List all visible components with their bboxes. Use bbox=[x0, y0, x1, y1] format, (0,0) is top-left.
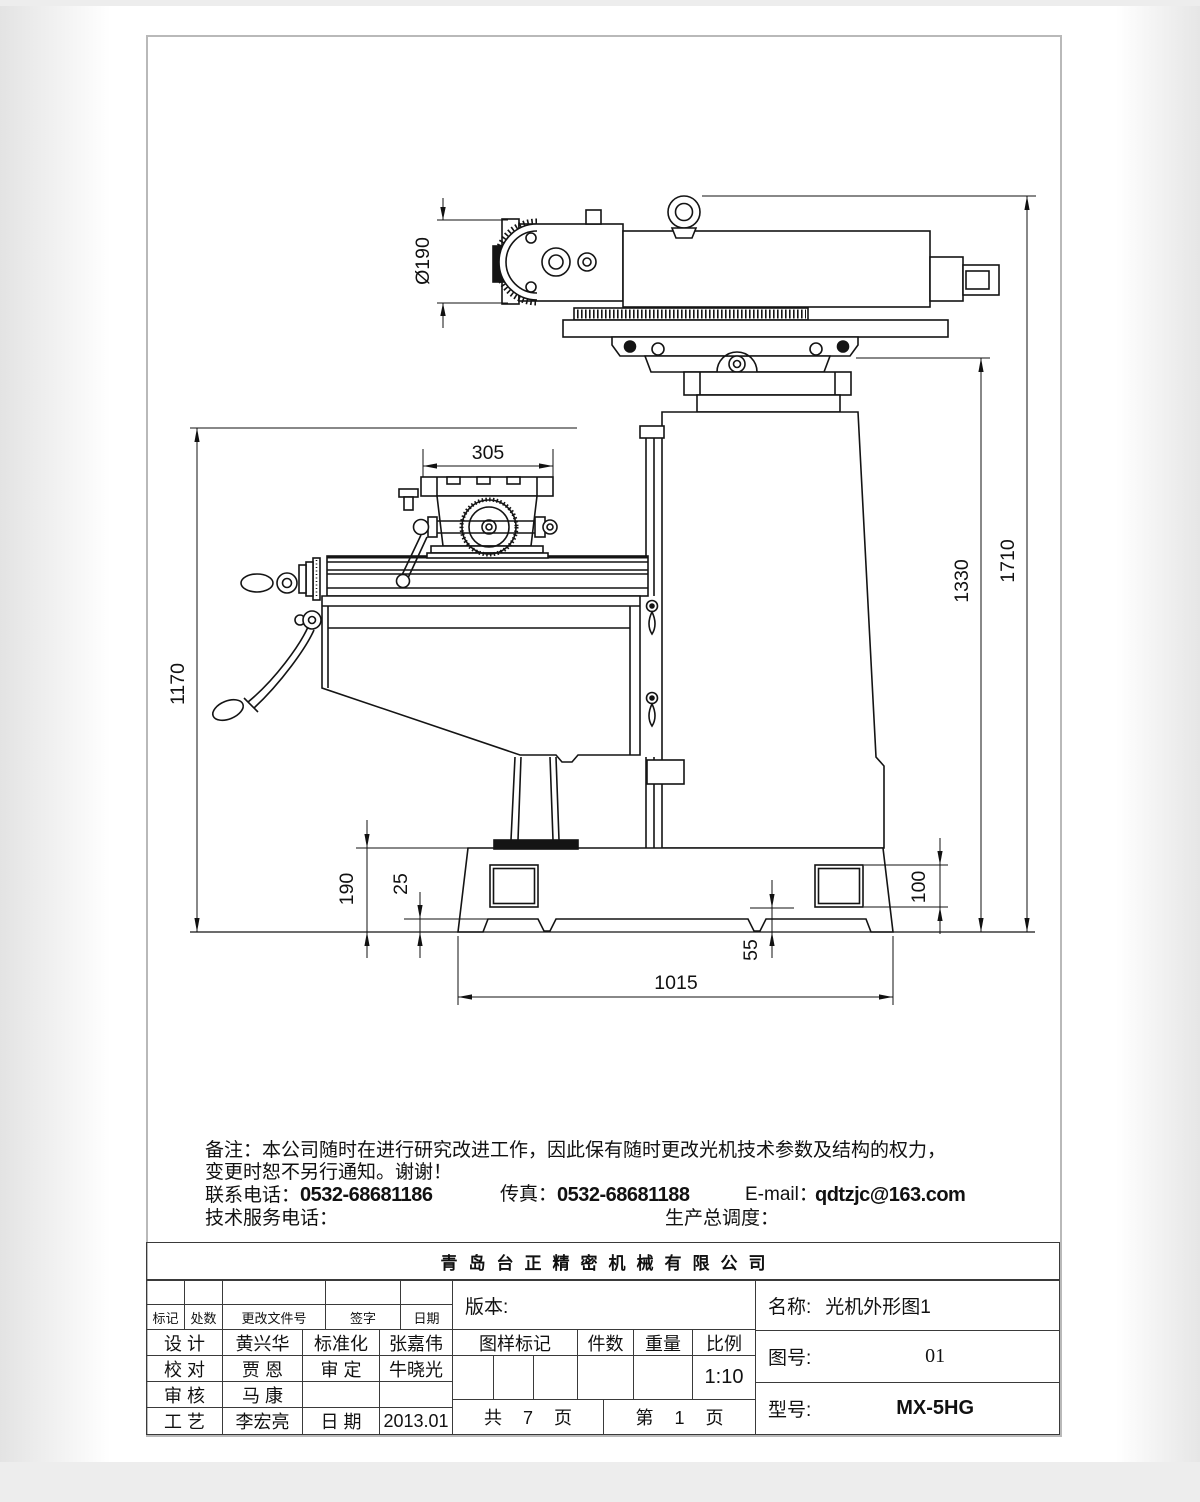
dim-height-1170: 1170 bbox=[167, 663, 189, 705]
version-label: 版本: bbox=[452, 1280, 756, 1330]
rev-blank-1 bbox=[146, 1280, 185, 1305]
note-line-2: 变更时恕不另行通知。谢谢！ bbox=[205, 1162, 453, 1183]
pages-total: 共 7 页 bbox=[452, 1399, 604, 1435]
dim-height-1330: 1330 bbox=[951, 559, 973, 603]
name-design: 黄兴华 bbox=[222, 1329, 303, 1356]
note-line-1: 备注：本公司随时在进行研究改进工作，因此保有随时更改光机技术参数及结构的权力， bbox=[205, 1140, 947, 1161]
drawing-no-row: 图号: 01 bbox=[755, 1330, 1060, 1383]
dim-spindle-dia: Ø190 bbox=[412, 237, 434, 285]
role-design: 设 计 bbox=[146, 1329, 223, 1356]
role-audit: 审 核 bbox=[146, 1381, 223, 1408]
notes-block: 备注：本公司随时在进行研究改进工作，因此保有随时更改光机技术参数及结构的权力， … bbox=[205, 1140, 1045, 1230]
page-shadow-left bbox=[0, 0, 130, 1502]
weight-value bbox=[633, 1355, 693, 1400]
name-audit: 马 康 bbox=[222, 1381, 303, 1408]
company-name: 青岛台正精密机械有限公司 bbox=[146, 1242, 1060, 1280]
page-shadow-right bbox=[1095, 0, 1200, 1502]
mid-sub-3 bbox=[533, 1355, 578, 1400]
label-date: 日 期 bbox=[302, 1407, 380, 1435]
email-label: E-mail： bbox=[745, 1184, 818, 1205]
cell-empty-1 bbox=[302, 1381, 380, 1408]
name-standard: 张嘉伟 bbox=[379, 1329, 453, 1356]
rev-header-sign: 签字 bbox=[325, 1304, 401, 1330]
role-check: 校 对 bbox=[146, 1355, 223, 1382]
name-row: 名称: 光机外形图1 bbox=[755, 1280, 1060, 1331]
name-approve: 牛晓光 bbox=[379, 1355, 453, 1382]
drawing-no-value: 01 bbox=[925, 1345, 946, 1367]
scale-value: 1:10 bbox=[692, 1355, 756, 1400]
drawing-name: 光机外形图1 bbox=[825, 1297, 931, 1318]
page-edge-top bbox=[0, 0, 1200, 6]
dim-base-width: 1015 bbox=[654, 972, 698, 994]
rev-header-docno: 更改文件号 bbox=[222, 1304, 326, 1330]
rev-header-date: 日期 bbox=[400, 1304, 453, 1330]
dispatch-label: 生产总调度： bbox=[665, 1208, 780, 1229]
pieces-header: 件数 bbox=[577, 1329, 634, 1356]
name-label: 名称: bbox=[768, 1297, 812, 1318]
mid-sub-2 bbox=[493, 1355, 534, 1400]
dim-table-width: 305 bbox=[472, 442, 505, 464]
model-row: 型号: MX-5HG bbox=[755, 1382, 1060, 1435]
name-check: 贾 恩 bbox=[222, 1355, 303, 1382]
drawing-no-label: 图号: bbox=[768, 1348, 812, 1369]
scale-header: 比例 bbox=[692, 1329, 756, 1356]
dimension-lines bbox=[190, 195, 1036, 1005]
cell-empty-2 bbox=[379, 1381, 453, 1408]
title-block: 青岛台正精密机械有限公司 标记 处数 更改文件号 签字 日期 设 计 黄兴华 标… bbox=[146, 1242, 1060, 1435]
rev-blank-2 bbox=[184, 1280, 223, 1305]
rev-header-mark: 标记 bbox=[146, 1304, 185, 1330]
name-process: 李宏亮 bbox=[222, 1407, 303, 1435]
model-label: 型号: bbox=[768, 1400, 812, 1421]
rev-blank-5 bbox=[400, 1280, 453, 1305]
fax-number: 0532-68681188 bbox=[557, 1184, 690, 1206]
service-label: 技术服务电话： bbox=[205, 1208, 339, 1229]
rev-header-count: 处数 bbox=[184, 1304, 223, 1330]
model-value: MX-5HG bbox=[896, 1397, 975, 1419]
dim-foot-25: 25 bbox=[390, 873, 412, 895]
milling-machine-outline bbox=[211, 195, 1000, 933]
mid-sub-1 bbox=[452, 1355, 494, 1400]
dim-window-100: 100 bbox=[908, 871, 930, 904]
dim-base-height: 190 bbox=[336, 873, 358, 906]
pieces-value bbox=[577, 1355, 634, 1400]
role-standard: 标准化 bbox=[302, 1329, 380, 1356]
fax-label: 传真： bbox=[500, 1184, 558, 1205]
email-value: qdtzjc@163.com bbox=[815, 1184, 966, 1206]
page-number: 第 1 页 bbox=[603, 1399, 756, 1435]
role-approve: 审 定 bbox=[302, 1355, 380, 1382]
page-edge-bottom bbox=[0, 1462, 1200, 1502]
sample-mark-header: 图样标记 bbox=[452, 1329, 578, 1356]
rev-blank-4 bbox=[325, 1280, 401, 1305]
role-process: 工 艺 bbox=[146, 1407, 223, 1435]
phone-number: 0532-68681186 bbox=[300, 1184, 433, 1206]
phone-label: 联系电话： bbox=[205, 1185, 301, 1206]
dimension-labels: Ø190 305 1170 1330 1710 190 25 100 55 10… bbox=[167, 237, 1019, 994]
note-service-line: 技术服务电话： 生产总调度： bbox=[205, 1208, 1045, 1230]
rev-blank-3 bbox=[222, 1280, 326, 1305]
weight-header: 重量 bbox=[633, 1329, 693, 1356]
dim-height-1710: 1710 bbox=[997, 539, 1019, 583]
value-date: 2013.01 bbox=[379, 1407, 453, 1435]
dim-pad-55: 55 bbox=[740, 939, 762, 961]
note-contact-line: 联系电话：0532-68681186 传真：0532-68681188 E-ma… bbox=[205, 1184, 1045, 1208]
dimension-arrows bbox=[194, 196, 1030, 1000]
